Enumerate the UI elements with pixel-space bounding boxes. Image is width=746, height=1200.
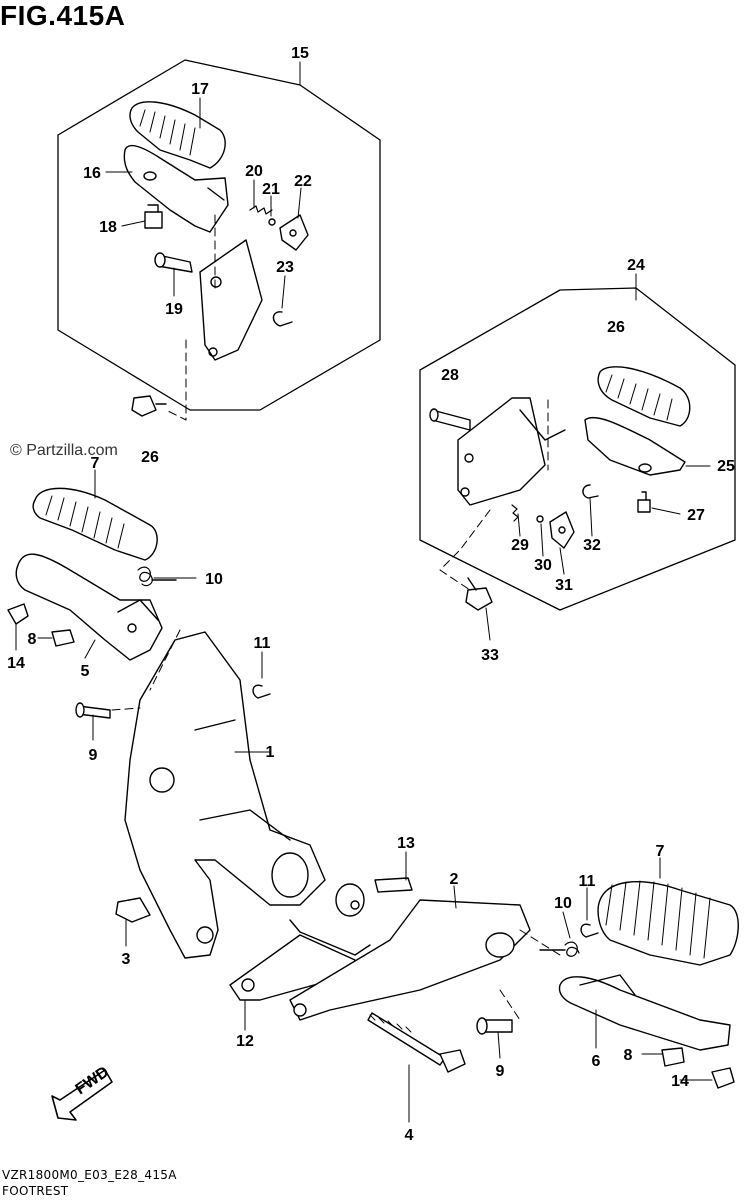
callout-9-right: 9 <box>496 1063 505 1080</box>
callout-31: 31 <box>555 577 573 594</box>
callout-2: 2 <box>450 871 459 888</box>
callout-27: 27 <box>687 507 705 524</box>
callout-21: 21 <box>262 181 280 198</box>
callout-5: 5 <box>81 663 90 680</box>
callout-18: 18 <box>99 219 117 236</box>
callout-29: 29 <box>511 537 529 554</box>
figure-title: FIG.415A <box>0 0 126 31</box>
callout-22: 22 <box>294 173 312 190</box>
callout-labels: 1 2 3 4 5 6 7 7 8 8 9 9 10 10 11 11 12 1… <box>7 45 735 1144</box>
callout-25: 25 <box>717 458 735 475</box>
callout-9-left: 9 <box>89 747 98 764</box>
callout-19: 19 <box>165 301 183 318</box>
callout-7-right: 7 <box>656 843 665 860</box>
callout-10-left: 10 <box>205 571 223 588</box>
callout-17: 17 <box>191 81 209 98</box>
callout-26-left: 26 <box>141 449 159 466</box>
kit-24-parts <box>429 366 691 611</box>
callout-33: 33 <box>481 647 499 664</box>
callout-4: 4 <box>405 1127 414 1144</box>
callout-14-left: 14 <box>7 655 25 672</box>
callout-13: 13 <box>397 835 415 852</box>
callout-28: 28 <box>441 367 459 384</box>
kit-15-parts <box>123 101 309 421</box>
fwd-arrow: FWD <box>51 1063 113 1121</box>
main-bracket-left <box>7 487 326 959</box>
callout-15: 15 <box>291 45 309 62</box>
callout-16: 16 <box>83 165 101 182</box>
callout-11-right: 11 <box>579 873 596 890</box>
callout-1: 1 <box>266 744 275 761</box>
footer-name: FOOTREST <box>2 1184 69 1198</box>
callout-12: 12 <box>236 1033 254 1050</box>
callout-23: 23 <box>276 259 294 276</box>
callout-3: 3 <box>122 951 131 968</box>
watermark: © Partzilla.com <box>10 442 118 459</box>
leader-lines <box>15 61 713 1123</box>
callout-26-right: 26 <box>607 319 625 336</box>
kit-15-outline <box>57 59 381 411</box>
footer-code: VZR1800M0_E03_E28_415A <box>2 1168 177 1182</box>
callout-30: 30 <box>534 557 552 574</box>
callout-24: 24 <box>627 257 645 274</box>
callout-8-right: 8 <box>624 1047 633 1064</box>
main-bracket-right <box>229 877 739 1089</box>
kit-24-outline <box>419 287 736 611</box>
callout-8-left: 8 <box>28 631 37 648</box>
callout-11-left: 11 <box>254 635 271 652</box>
callout-14-right: 14 <box>671 1073 689 1090</box>
callout-20: 20 <box>245 163 263 180</box>
callout-7-left: 7 <box>91 455 100 472</box>
callout-10-right: 10 <box>554 895 572 912</box>
callout-32: 32 <box>583 537 601 554</box>
callout-6: 6 <box>592 1053 601 1070</box>
